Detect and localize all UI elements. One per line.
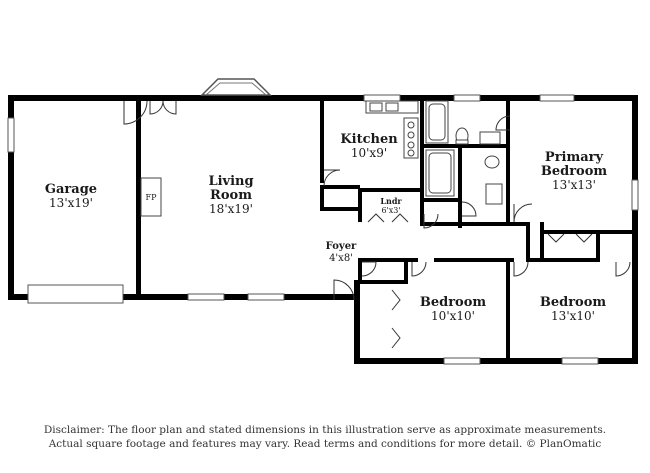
primary-name-2: Bedroom xyxy=(541,164,608,179)
fixtures xyxy=(140,100,503,217)
laundry-name: Lndr xyxy=(380,196,402,206)
bedroom2-dim: 10'x10' xyxy=(431,309,475,323)
living-dim: 18'x19' xyxy=(209,202,253,216)
fireplace-label: FP xyxy=(146,193,158,202)
living-name-1: Living xyxy=(208,174,253,189)
bedroom3-dim: 13'x10' xyxy=(551,309,595,323)
interior-walls xyxy=(136,95,638,364)
primary-name-1: Primary xyxy=(545,150,604,165)
garage-dim: 13'x19' xyxy=(49,196,93,210)
garage-name: Garage xyxy=(45,182,97,197)
bedroom3-name: Bedroom xyxy=(540,295,607,310)
foyer-name: Foyer xyxy=(326,241,357,252)
kitchen-name: Kitchen xyxy=(340,132,398,147)
primary-dim: 13'x13' xyxy=(552,178,596,192)
disclaimer-line-1: Disclaimer: The floor plan and stated di… xyxy=(43,424,607,436)
laundry-dim: 6'x3' xyxy=(381,206,400,215)
bedroom2-name: Bedroom xyxy=(420,295,487,310)
disclaimer-line-2: Actual square footage and features may v… xyxy=(48,438,602,450)
kitchen-dim: 10'x9' xyxy=(351,146,387,160)
windows xyxy=(7,78,639,365)
living-name-2: Room xyxy=(210,188,252,203)
doors xyxy=(123,100,631,349)
room-labels: Garage 13'x19' FP Living Room 18'x19' Ki… xyxy=(45,132,607,323)
foyer-dim: 4'x8' xyxy=(329,253,353,264)
